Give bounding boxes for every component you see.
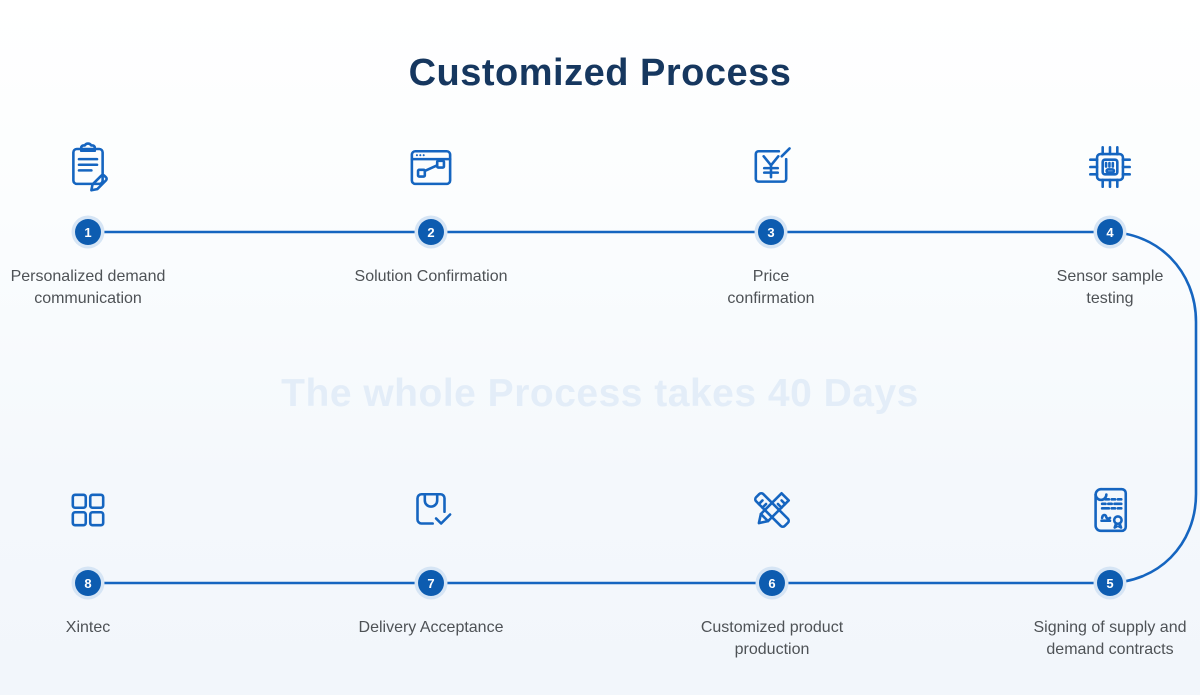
step-label: Solution Confirmation <box>354 268 508 285</box>
watermark-text: The whole Process takes 40 Days <box>281 372 919 415</box>
step-number-badge: 8 <box>75 570 101 596</box>
step-number-badge: 1 <box>75 219 101 245</box>
ruler-pencil-icon <box>745 483 799 537</box>
step-label: Sensor sample testing <box>1056 268 1164 307</box>
step-number-badge: 2 <box>418 219 444 245</box>
clipboard-edit-icon <box>61 140 115 194</box>
bag-check-icon <box>404 483 458 537</box>
contract-seal-icon <box>1083 483 1137 537</box>
grid-squares-icon <box>61 483 115 537</box>
step-number-badge: 3 <box>758 219 784 245</box>
step-label: Xintec <box>65 619 111 636</box>
step-number: 6 <box>768 575 776 591</box>
browser-trend-icon <box>404 140 458 194</box>
step-number: 5 <box>1106 575 1114 591</box>
step-number: 7 <box>427 575 435 591</box>
step-number: 3 <box>767 224 775 240</box>
step-number-badge: 7 <box>418 570 444 596</box>
step-label: Personalized demand communication <box>10 268 166 307</box>
step-number-badge: 5 <box>1097 570 1123 596</box>
step-number-badge: 6 <box>759 570 785 596</box>
step-number-badge: 4 <box>1097 219 1123 245</box>
step-label: Price confirmation <box>727 268 815 307</box>
step-number: 8 <box>84 575 92 591</box>
step-number: 1 <box>84 224 92 240</box>
step-number: 4 <box>1106 224 1114 240</box>
page-title: Customized Process <box>408 52 792 94</box>
step-label: Customized product production <box>700 619 844 658</box>
step-label: Signing of supply and demand contracts <box>1033 619 1187 658</box>
yuan-price-edit-icon <box>744 140 798 194</box>
step-number: 2 <box>427 224 435 240</box>
step-label: Delivery Acceptance <box>358 619 504 636</box>
sensor-chip-icon <box>1083 140 1137 194</box>
